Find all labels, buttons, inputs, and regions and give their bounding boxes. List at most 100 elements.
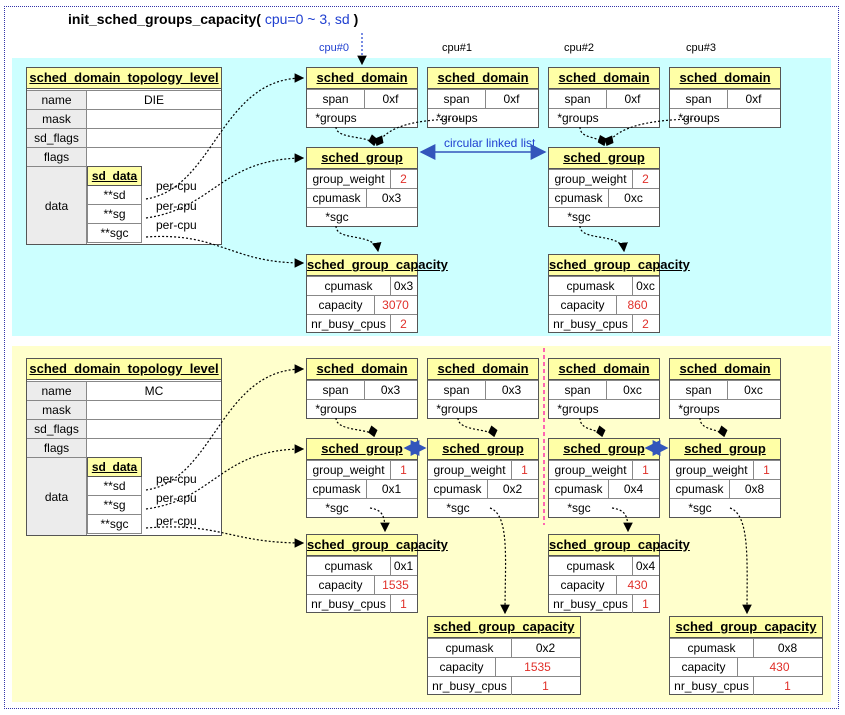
sdtl-mask-label: mask (27, 109, 87, 128)
span-label: span (670, 381, 728, 399)
sdtl-title: sched_domain_topology_level (27, 68, 221, 89)
sgc-field: *sgc (567, 501, 591, 515)
span-value: 0x3 (380, 383, 401, 397)
capacity-value: 430 (627, 578, 648, 592)
struct-title: sched_group (307, 148, 417, 169)
sdtl-mask-label: mask (27, 400, 87, 419)
span-label: span (670, 90, 728, 108)
title-close: ) (353, 11, 359, 27)
sdtl-flags-label: flags (27, 147, 87, 166)
cpumask-value: 0x2 (535, 641, 556, 655)
connector-sgc-mc-1 (489, 507, 510, 615)
connector-groups-mc-1 (457, 417, 498, 438)
group-weight-label: group_weight (549, 170, 633, 188)
sgc-field: *sgc (688, 501, 712, 515)
groups-field: *groups (678, 111, 720, 125)
title-args: cpu=0 ~ 3, sd (260, 11, 354, 27)
capacity-value: 430 (769, 660, 790, 674)
capacity-value: 1535 (382, 578, 409, 592)
capacity-value: 3070 (382, 298, 409, 312)
connector-sd-to-domain-mc (145, 364, 305, 491)
sdtl-mc: sched_domain_topology_level name MC mask… (26, 358, 222, 536)
diagram-frame (4, 6, 839, 709)
sdtl-data-label: data (27, 457, 87, 535)
struct-title: sched_group_capacity (549, 535, 690, 556)
nr-busy-cpus-label: nr_busy_cpus (307, 595, 391, 613)
group-weight-label: group_weight (307, 170, 391, 188)
span-value: 0xc (744, 383, 763, 397)
struct-title: sched_group (670, 439, 780, 460)
cpu-label-3: cpu#3 (686, 42, 716, 54)
cpumask-value: 0x1 (393, 559, 414, 573)
cpumask-label: cpumask (307, 557, 391, 575)
connector-sgc-to-capacity-mc (145, 526, 305, 548)
nr-busy-cpus-value: 2 (400, 317, 407, 331)
sd-data-title: sd_data (87, 166, 142, 186)
sgc-field: *sgc (325, 210, 349, 224)
sdtl-title: sched_domain_topology_level (27, 359, 221, 380)
groups-field: *groups (315, 111, 357, 125)
span-label: span (549, 381, 607, 399)
per-cpu-label-bottom-sg: per-cpu (156, 491, 197, 505)
cpumask-label: cpumask (307, 277, 391, 295)
struct-title: sched_domain (428, 359, 538, 380)
connector-groups-2 (579, 126, 607, 147)
struct-title: sched_group_capacity (670, 617, 822, 638)
nr-busy-cpus-label: nr_busy_cpus (549, 595, 633, 613)
sdtl-sdflags-label: sd_flags (27, 419, 87, 438)
connector-groups-mc-2 (579, 417, 606, 438)
sd-data-sgc: **sgc (87, 224, 142, 243)
sdtl-mask-value (87, 400, 221, 419)
connector-sg-to-group-mc (145, 444, 305, 510)
group-weight-label: group_weight (670, 461, 754, 479)
capacity-value: 1535 (524, 660, 551, 674)
connector-groups-mc-3 (699, 417, 728, 438)
nr-busy-cpus-label: nr_busy_cpus (670, 677, 754, 695)
connector-sgc-mc-3 (729, 507, 752, 615)
sd-data-sd: **sd (87, 477, 142, 496)
cpumask-value: 0xc (636, 279, 655, 293)
span-label: span (307, 381, 365, 399)
sdtl-flags-label: flags (27, 438, 87, 457)
struct-title: sched_domain (428, 68, 538, 89)
sdtl-name-value: MC (87, 381, 221, 400)
struct-title: sched_domain (307, 68, 417, 89)
nr-busy-cpus-label: nr_busy_cpus (307, 315, 391, 333)
per-cpu-label-bottom-sgc: per-cpu (156, 514, 197, 528)
sdtl-data-label: data (27, 166, 87, 244)
cpumask-label: cpumask (549, 277, 633, 295)
sd-data-sg: **sg (87, 205, 142, 224)
cpu-label-2: cpu#2 (564, 42, 594, 54)
per-cpu-label-top-sg: per-cpu (156, 199, 197, 213)
sdtl-name-label: name (27, 381, 87, 400)
group-weight-value: 1 (763, 463, 770, 477)
span-value: 0xf (503, 92, 520, 106)
span-value: 0xf (382, 92, 399, 106)
span-value: 0xf (624, 92, 641, 106)
struct-title: sched_group_capacity (307, 535, 448, 556)
sd-data-title: sd_data (87, 457, 142, 477)
sdtl-name-value: DIE (87, 90, 221, 109)
connector-sgc-1 (579, 225, 628, 253)
per-cpu-label-bottom-sd: per-cpu (156, 472, 197, 486)
connector-groups-3 (605, 118, 701, 147)
sd-data-struct: sd_data **sd **sg **sgc (87, 457, 221, 535)
per-cpu-label-top-sgc: per-cpu (156, 218, 197, 232)
group-weight-label: group_weight (549, 461, 633, 479)
span-label: span (428, 381, 486, 399)
struct-title: sched_domain (307, 359, 417, 380)
